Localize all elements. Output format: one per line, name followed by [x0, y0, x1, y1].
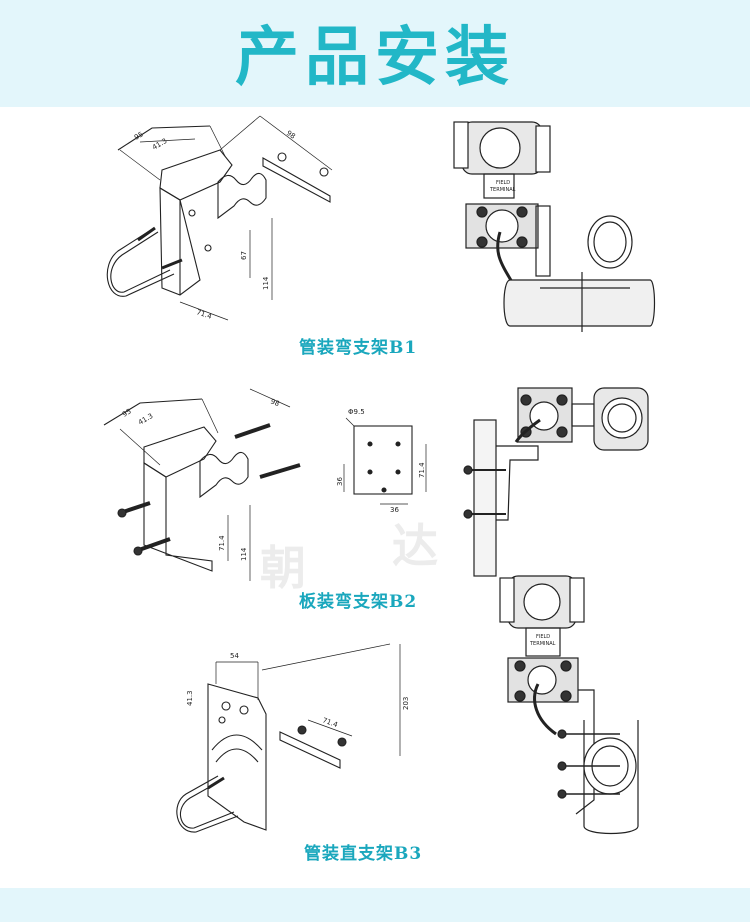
- b2-transmitter-drawing: [463, 387, 649, 577]
- b2-dim-71-4: 71.4: [218, 535, 226, 551]
- footer-band: [0, 888, 750, 922]
- b1-dim-114: 114: [262, 276, 270, 290]
- b3-field-label: FIELD: [536, 634, 550, 640]
- b1-dim-95: 95: [133, 130, 145, 141]
- b1-dim-67: 67: [240, 251, 248, 260]
- b3-bracket-drawing: 54 41.3 203 71.4: [176, 643, 410, 833]
- b2-plate-drawing: Φ9.5 36 71.4 36: [336, 408, 427, 514]
- caption-b2: 板装弯支架B2: [299, 592, 418, 612]
- b2-plate-hole-dia: Φ9.5: [348, 408, 365, 416]
- b2-dim-114: 114: [240, 547, 248, 561]
- header-band: [0, 0, 750, 107]
- b3-dim-71-4: 71.4: [321, 716, 339, 729]
- b3-dim-41-3: 41.3: [186, 690, 194, 706]
- b1-transmitter-drawing: FIELD TERMINAL: [453, 121, 656, 332]
- b2-dim-98: 98: [269, 397, 280, 408]
- b2-bracket-drawing: 95 41.3 98 71.4 114: [103, 388, 301, 581]
- page-title: 产品安装: [235, 21, 515, 95]
- b3-transmitter-drawing: FIELD TERMINAL: [499, 575, 639, 835]
- b1-dim-98: 98: [285, 129, 297, 141]
- b2-plate-dim-71-4: 71.4: [418, 462, 426, 478]
- b1-terminal-label: TERMINAL: [489, 187, 516, 193]
- caption-b1: 管装弯支架B1: [299, 338, 418, 358]
- b2-dim-41-3: 41.3: [137, 412, 155, 427]
- b3-dim-54: 54: [230, 652, 239, 660]
- b2-dim-95: 95: [121, 407, 133, 418]
- b1-dim-41-3: 41.3: [151, 137, 169, 152]
- watermark-char-2: 达: [392, 519, 438, 573]
- caption-b3: 管装直支架B3: [304, 844, 423, 864]
- b2-plate-dim-36b: 36: [390, 506, 399, 514]
- b3-dim-203: 203: [402, 697, 410, 710]
- b3-terminal-label: TERMINAL: [529, 641, 556, 647]
- b1-field-label: FIELD: [496, 180, 510, 186]
- watermark-char-1: 朝: [260, 541, 306, 595]
- b2-plate-dim-36a: 36: [336, 477, 344, 486]
- b1-bracket-drawing: 95 41.3 98 67 114 71.4: [106, 115, 333, 321]
- b1-dim-71-4: 71.4: [195, 308, 213, 321]
